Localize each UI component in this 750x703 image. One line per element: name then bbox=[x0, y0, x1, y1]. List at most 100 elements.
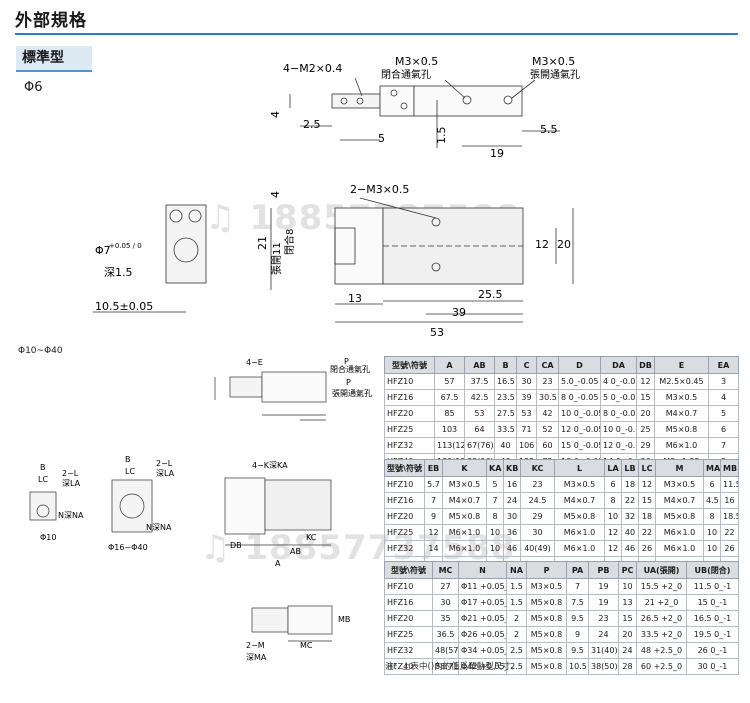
table-cell: Φ26 +0.05_0 bbox=[458, 626, 507, 643]
table-cell: M5×0.8 bbox=[554, 508, 605, 525]
table-cell: 64 bbox=[464, 421, 495, 438]
table-cell: 30 bbox=[520, 524, 555, 541]
table-cell: 6 bbox=[703, 476, 721, 493]
table-cell: 18 bbox=[621, 476, 639, 493]
hole-icon bbox=[340, 97, 348, 105]
table-cell: M6×1.0 bbox=[655, 540, 704, 557]
label-mc: MC bbox=[300, 641, 313, 650]
table-cell: 7 bbox=[486, 492, 504, 509]
label-p-open: 張開通氣孔 bbox=[332, 388, 372, 398]
table-cell: 60 +2.5_0 bbox=[636, 658, 687, 675]
table-cell: M6×1.0 bbox=[655, 524, 704, 541]
table-cell: 12 bbox=[604, 540, 622, 557]
label-a: A bbox=[275, 559, 281, 568]
footnote: 注：上表中()內的值爲單動型尺寸。 bbox=[385, 662, 520, 672]
table-cell: Φ42 +0.05_0 bbox=[458, 658, 507, 675]
label-2m: 2−M bbox=[246, 641, 265, 650]
table-cell: 33.5 +2_0 bbox=[636, 626, 687, 643]
hole-icon bbox=[356, 97, 364, 105]
table-cell: M6×1.0 bbox=[442, 524, 487, 541]
table-cell: M6×1.0 bbox=[554, 524, 605, 541]
table-cell: 33.5 bbox=[494, 421, 517, 438]
label-closed-port: 閉合通氣孔 bbox=[381, 68, 431, 81]
column-header: MA bbox=[703, 459, 721, 477]
table-cell: HFZ40 bbox=[384, 658, 433, 675]
label-la-10: 深LA bbox=[62, 479, 81, 488]
table-cell: 21 +2_0 bbox=[636, 594, 687, 611]
table-cell: 2 bbox=[506, 610, 527, 627]
table-cell: 42 bbox=[536, 405, 559, 422]
table-cell: 16.5 0_-1 bbox=[686, 610, 739, 627]
column-header: N bbox=[458, 561, 507, 579]
table-cell: 113(122) bbox=[434, 437, 465, 454]
table-cell: HFZ16 bbox=[384, 492, 425, 509]
table-cell: 30 bbox=[432, 594, 459, 611]
table-cell: M5×0.8 bbox=[526, 642, 567, 659]
hole-icon bbox=[390, 89, 398, 97]
table-cell: 48 +2.5_0 bbox=[636, 642, 687, 659]
table-cell: 2 bbox=[506, 626, 527, 643]
label-la-16: 深LA bbox=[156, 469, 175, 478]
table-cell: 48(57) bbox=[432, 642, 459, 659]
table-cell: Φ11 +0.05_0 bbox=[458, 578, 507, 595]
table-cell: 9 bbox=[566, 626, 589, 643]
column-header: CA bbox=[536, 356, 559, 374]
label-kc: KC bbox=[306, 533, 317, 542]
table-cell: 42.5 bbox=[464, 389, 495, 406]
label-2l-10: 2−L bbox=[62, 469, 79, 478]
table-cell: 67(76) bbox=[464, 437, 495, 454]
table-cell: 5 0_-0.05 bbox=[600, 389, 637, 406]
table-cell: 24.5 bbox=[520, 492, 555, 509]
column-header: DA bbox=[600, 356, 637, 374]
table-cell: M3×0.5 bbox=[554, 476, 605, 493]
column-header: AB bbox=[464, 356, 495, 374]
table-cell: M5×0.8 bbox=[526, 594, 567, 611]
label-nna-16: N深NA bbox=[146, 523, 172, 532]
watermark-logo-icon: ♫ bbox=[205, 198, 250, 238]
table-cell: 67.5 bbox=[434, 389, 465, 406]
column-header: UB(閉合) bbox=[686, 561, 739, 579]
table-cell: 30 0_-1 bbox=[686, 658, 739, 675]
table-cell: M3×0.5 bbox=[654, 389, 709, 406]
hole-icon bbox=[431, 262, 441, 272]
label-p-closed: 閉合通氣孔 bbox=[330, 364, 370, 374]
column-header: 型號\符號 bbox=[384, 356, 435, 374]
table-cell: 31(40) bbox=[588, 642, 619, 659]
table-cell: 12 0_-0.05 bbox=[558, 421, 601, 438]
table-cell: 18.5 bbox=[720, 508, 739, 525]
table-cell: 12 bbox=[424, 524, 443, 541]
table-cell: 53 bbox=[516, 405, 537, 422]
table-cell: 6 bbox=[604, 476, 622, 493]
table-cell: 9.5 bbox=[566, 642, 589, 659]
table-cell: 22 bbox=[720, 524, 739, 541]
label-p1: P bbox=[344, 357, 349, 366]
dim-5-5: 5.5 bbox=[540, 123, 558, 136]
phi6-label: Φ6 bbox=[24, 80, 43, 95]
column-header: 型號\符號 bbox=[384, 459, 425, 477]
dim-m2: 4−M2×0.4 bbox=[283, 62, 342, 75]
table-cell: 6 bbox=[708, 421, 739, 438]
table-cell: 52 bbox=[536, 421, 559, 438]
table-cell: 27.5 bbox=[494, 405, 517, 422]
table-cell: 10.5 bbox=[566, 658, 589, 675]
table-cell: Φ21 +0.05_0 bbox=[458, 610, 507, 627]
table-cell: 103 bbox=[434, 421, 465, 438]
label-phi16-40: Φ16~Φ40 bbox=[108, 543, 148, 552]
dim-5: 5 bbox=[378, 132, 385, 145]
table-cell: 23 bbox=[536, 373, 559, 390]
dim-21: 21 bbox=[256, 236, 269, 250]
column-header: K bbox=[442, 459, 487, 477]
column-header: 型號\符號 bbox=[384, 561, 433, 579]
table-cell: 15 bbox=[638, 492, 656, 509]
table-cell: 3 bbox=[708, 373, 739, 390]
label-db: DB bbox=[230, 541, 242, 550]
table-cell: HFZ25 bbox=[384, 626, 433, 643]
table-cell: 2.5 bbox=[506, 642, 527, 659]
table-cell: 15 0_-1 bbox=[686, 594, 739, 611]
dim-close-8: 閉合8 bbox=[283, 229, 296, 255]
